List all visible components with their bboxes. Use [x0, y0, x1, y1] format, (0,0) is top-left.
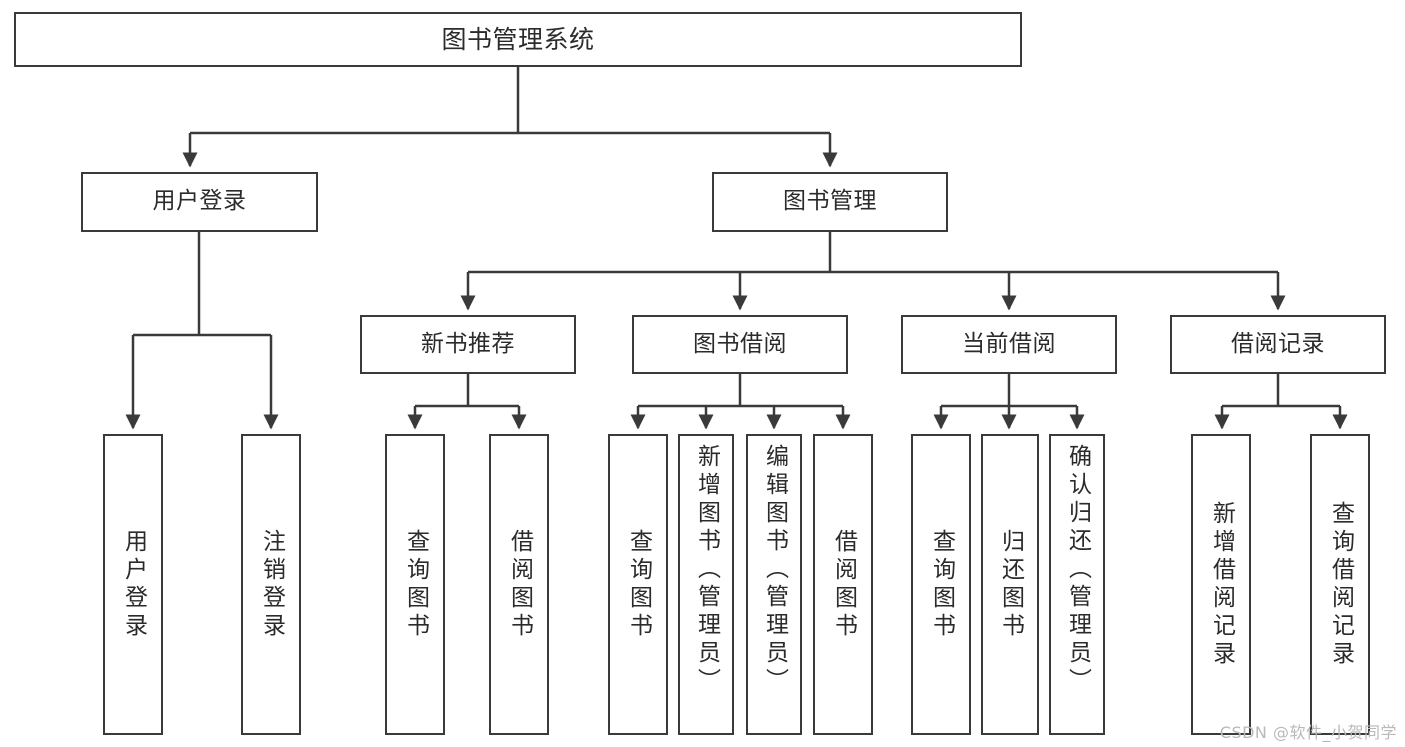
node-leaf-query-book-recommend[interactable]: 查询图书: [385, 434, 445, 735]
node-leaf-query-book-recommend-label: 查询图书: [402, 528, 429, 641]
node-user-login-label: 用户登录: [152, 188, 247, 215]
node-current-borrow[interactable]: 当前借阅: [901, 315, 1117, 374]
node-book-management-label: 图书管理: [783, 188, 877, 215]
node-leaf-query-borrow-record[interactable]: 查询借阅记录: [1310, 434, 1370, 735]
node-leaf-borrow-book[interactable]: 借阅图书: [813, 434, 873, 735]
node-new-book-recommend-label: 新书推荐: [421, 330, 515, 357]
node-leaf-add-borrow-record-label: 新增借阅记录: [1208, 500, 1235, 669]
node-leaf-confirm-return-admin[interactable]: 确认归还（管理员）: [1049, 434, 1105, 735]
node-leaf-confirm-return-admin-label: 确认归还（管理员）: [1064, 444, 1091, 696]
node-current-borrow-label: 当前借阅: [962, 330, 1056, 357]
node-leaf-return-book-label: 归还图书: [997, 528, 1024, 641]
node-book-borrow[interactable]: 图书借阅: [632, 315, 848, 374]
node-leaf-borrow-book-label: 借阅图书: [830, 528, 857, 641]
watermark-text: CSDN @软件_小贺同学: [1219, 723, 1397, 742]
node-root-system[interactable]: 图书管理系统: [14, 12, 1022, 67]
node-leaf-logout[interactable]: 注销登录: [241, 434, 301, 735]
node-leaf-add-book-admin[interactable]: 新增图书（管理员）: [678, 434, 734, 735]
node-borrow-records-label: 借阅记录: [1231, 330, 1325, 357]
node-leaf-query-borrow-record-label: 查询借阅记录: [1327, 500, 1354, 669]
node-leaf-query-book-current[interactable]: 查询图书: [911, 434, 971, 735]
node-leaf-borrow-book-recommend[interactable]: 借阅图书: [489, 434, 549, 735]
node-leaf-user-login-label: 用户登录: [120, 528, 147, 641]
node-root-system-label: 图书管理系统: [441, 24, 595, 54]
node-leaf-borrow-book-recommend-label: 借阅图书: [506, 528, 533, 641]
node-borrow-records[interactable]: 借阅记录: [1170, 315, 1386, 374]
node-leaf-add-book-admin-label: 新增图书（管理员）: [693, 444, 720, 696]
node-book-borrow-label: 图书借阅: [693, 330, 787, 357]
node-leaf-edit-book-admin-label: 编辑图书（管理员）: [761, 444, 788, 696]
node-new-book-recommend[interactable]: 新书推荐: [360, 315, 576, 374]
node-book-management[interactable]: 图书管理: [712, 172, 948, 232]
node-leaf-edit-book-admin[interactable]: 编辑图书（管理员）: [746, 434, 802, 735]
node-leaf-query-book-borrow-label: 查询图书: [625, 528, 652, 641]
node-user-login[interactable]: 用户登录: [81, 172, 318, 232]
node-leaf-logout-label: 注销登录: [258, 528, 285, 641]
node-leaf-add-borrow-record[interactable]: 新增借阅记录: [1191, 434, 1251, 735]
node-leaf-query-book-current-label: 查询图书: [928, 528, 955, 641]
node-leaf-return-book[interactable]: 归还图书: [981, 434, 1039, 735]
node-leaf-query-book-borrow[interactable]: 查询图书: [608, 434, 668, 735]
node-leaf-user-login[interactable]: 用户登录: [103, 434, 163, 735]
